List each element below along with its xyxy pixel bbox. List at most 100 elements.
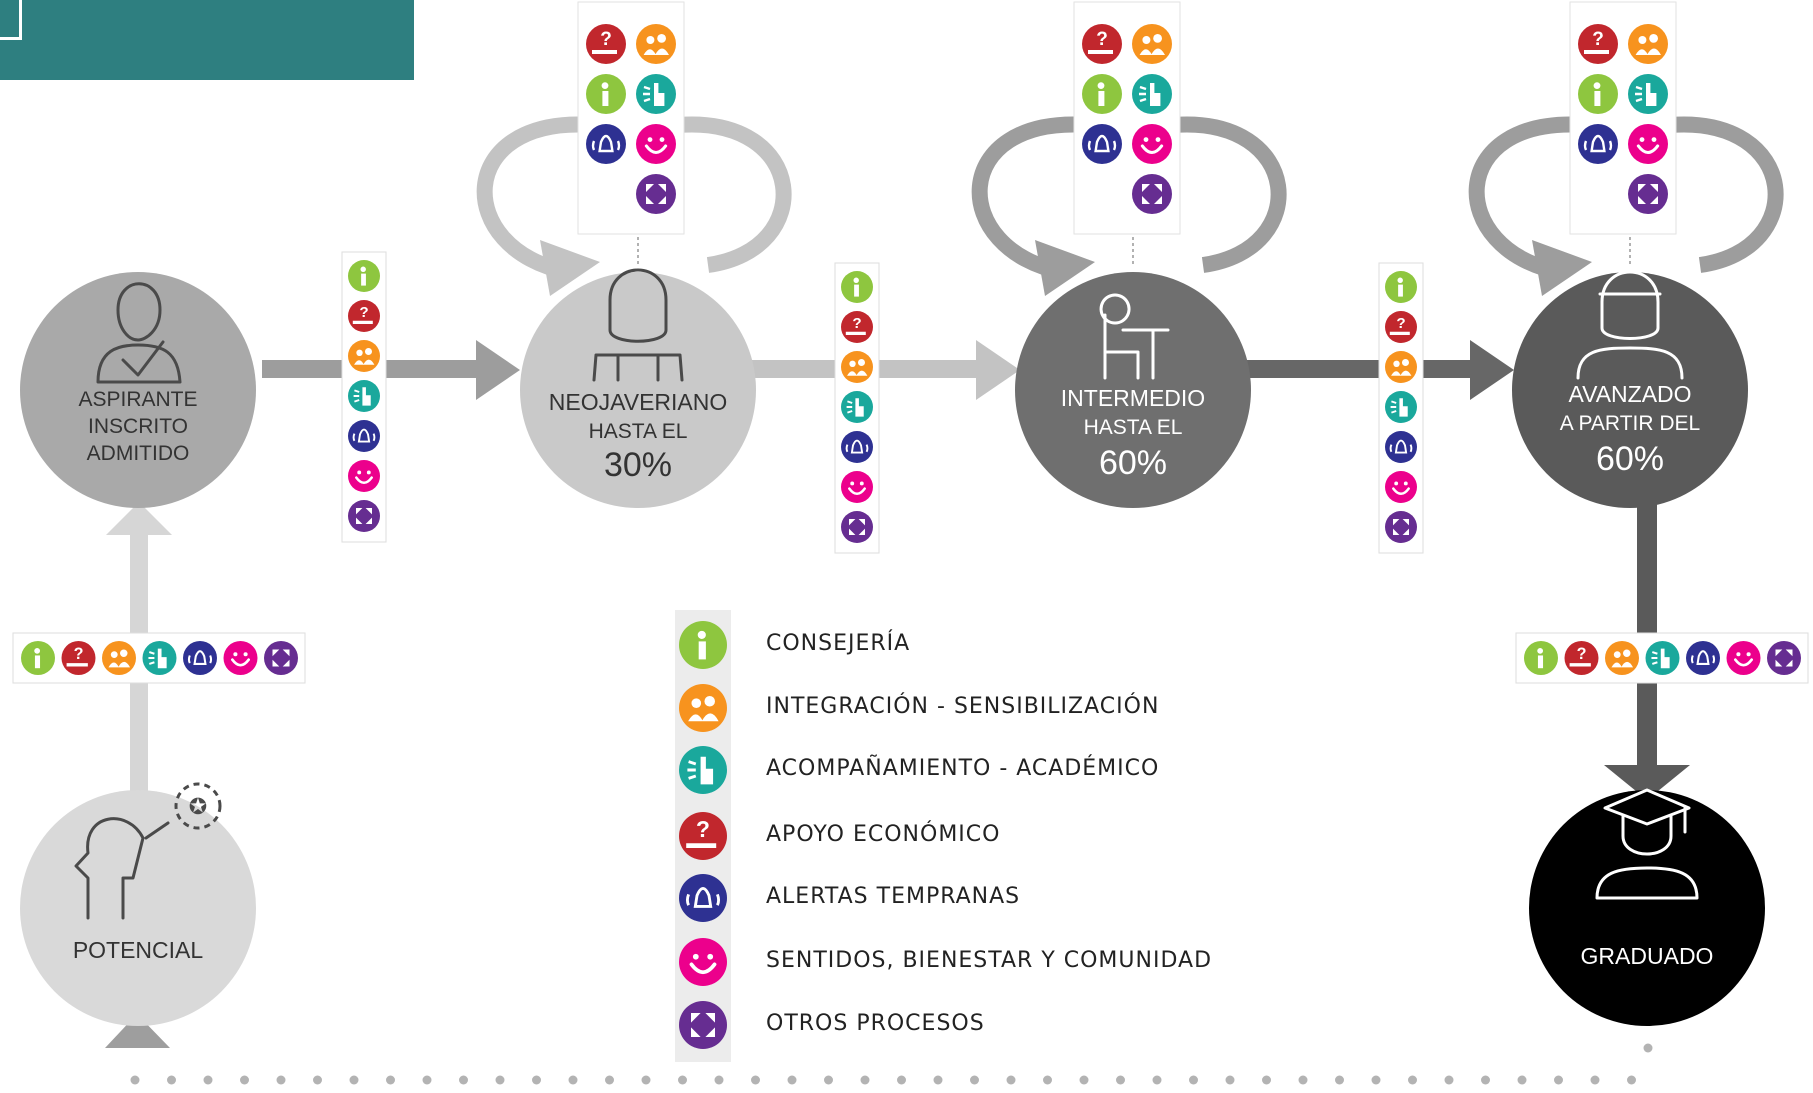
timeline-dot bbox=[495, 1075, 505, 1085]
timeline-dot bbox=[1371, 1075, 1381, 1085]
icon-part bbox=[362, 387, 371, 406]
badge-circle bbox=[841, 431, 873, 463]
icon-part bbox=[1094, 134, 1110, 153]
smiley-icon bbox=[636, 124, 676, 164]
icon-part bbox=[1142, 36, 1151, 44]
bell-icon bbox=[1082, 124, 1122, 164]
info-person-icon bbox=[586, 74, 626, 114]
stage-label-line: INTERMEDIO bbox=[1061, 385, 1205, 411]
icon-part bbox=[1389, 331, 1410, 335]
badge-circle bbox=[679, 874, 727, 922]
stage-label-line: ASPIRANTE bbox=[78, 388, 197, 411]
graduate-cap-icon bbox=[1595, 788, 1699, 900]
stage-label-line: A PARTIR DEL bbox=[1560, 412, 1700, 435]
badge-circle bbox=[348, 460, 380, 492]
info-person-icon bbox=[1578, 74, 1618, 114]
badge-circle bbox=[183, 641, 217, 675]
icon-part bbox=[366, 470, 371, 475]
icon-part bbox=[1775, 649, 1793, 667]
raised-hand-icon bbox=[636, 74, 676, 114]
icon-part bbox=[1393, 519, 1409, 535]
bell-icon bbox=[841, 431, 873, 463]
icon-part bbox=[1646, 83, 1657, 106]
icon-part bbox=[1390, 400, 1397, 414]
badge-circle bbox=[679, 684, 727, 732]
icon-part bbox=[1403, 481, 1408, 486]
badge-circle bbox=[348, 340, 380, 372]
stage-circle bbox=[520, 272, 756, 508]
people-icon bbox=[1385, 351, 1417, 383]
service-strip-vertical: ? bbox=[1378, 262, 1424, 554]
stage-label-line: HASTA EL bbox=[589, 420, 688, 443]
arrows-icon bbox=[636, 174, 676, 214]
icon-part bbox=[853, 277, 859, 283]
badge-circle bbox=[1767, 641, 1801, 675]
arrows-icon bbox=[679, 1001, 727, 1049]
timeline-dot bbox=[130, 1075, 140, 1085]
service-strip-vertical: ? bbox=[834, 262, 880, 554]
smiley-icon bbox=[1726, 641, 1761, 675]
icon-part bbox=[692, 953, 699, 960]
icon-part: ? bbox=[600, 29, 612, 50]
icon-part bbox=[850, 439, 864, 454]
smiley-icon bbox=[1628, 124, 1668, 164]
timeline-dot bbox=[787, 1075, 797, 1085]
legend-label-integracion: INTEGRACIÓN - SENSIBILIZACIÓN bbox=[766, 694, 1160, 719]
icon-part bbox=[355, 476, 373, 485]
arrows-icon bbox=[1628, 174, 1668, 214]
icon-part bbox=[1098, 91, 1105, 106]
icon-part bbox=[657, 34, 666, 43]
icon-part bbox=[1593, 82, 1601, 89]
people-icon bbox=[1605, 641, 1639, 675]
icon-part bbox=[1638, 184, 1658, 204]
badge-circle bbox=[264, 641, 298, 675]
badge-circle bbox=[679, 1001, 727, 1049]
timeline-dot bbox=[860, 1075, 870, 1085]
icon-part bbox=[1660, 648, 1670, 669]
icon-part: ? bbox=[74, 645, 84, 663]
icon-part bbox=[110, 651, 118, 658]
icon-part bbox=[1594, 91, 1601, 106]
icon-part bbox=[1736, 652, 1741, 657]
icon-part bbox=[591, 140, 621, 151]
icon-part bbox=[849, 519, 865, 535]
bell-icon bbox=[1385, 431, 1417, 463]
icon-part bbox=[693, 887, 713, 908]
badge-circle bbox=[841, 351, 873, 383]
icon-part bbox=[1584, 50, 1609, 54]
timeline-dot bbox=[422, 1075, 432, 1085]
icon-part bbox=[697, 630, 706, 639]
stage-circle bbox=[1015, 272, 1251, 508]
smiley-icon bbox=[348, 460, 380, 492]
timeline-dot bbox=[349, 1075, 359, 1085]
icon-part bbox=[644, 144, 668, 155]
icon-part bbox=[700, 756, 714, 785]
info-person-icon bbox=[841, 271, 873, 303]
head-potential-icon bbox=[74, 817, 170, 920]
stage-label-line: NEOJAVERIANO bbox=[549, 389, 728, 415]
bell-icon bbox=[1686, 641, 1720, 675]
timeline-dot bbox=[1481, 1075, 1490, 1085]
info-person-icon bbox=[1385, 271, 1417, 303]
timeline-dot bbox=[1079, 1075, 1089, 1085]
bell-icon bbox=[1578, 124, 1618, 164]
icon-part bbox=[1097, 82, 1105, 89]
icon-part bbox=[357, 470, 362, 475]
icon-part bbox=[1651, 651, 1658, 665]
badge-circle bbox=[1132, 24, 1172, 64]
stage-circle bbox=[20, 272, 256, 508]
timeline-dot bbox=[1152, 1075, 1162, 1085]
loop-arc-right bbox=[1172, 116, 1287, 273]
arrows-icon bbox=[1767, 641, 1801, 675]
timeline-dot bbox=[897, 1075, 906, 1085]
icon-part bbox=[647, 137, 653, 143]
icon-part bbox=[1143, 137, 1149, 143]
icon-part bbox=[602, 91, 609, 106]
service-strip-horizontal: ? bbox=[1515, 632, 1809, 684]
service-grid: ? bbox=[1073, 1, 1181, 235]
info-person-icon bbox=[348, 260, 380, 292]
question-hand-icon: ? bbox=[61, 641, 96, 675]
badge-circle bbox=[1132, 174, 1172, 214]
badge-circle bbox=[102, 641, 136, 675]
timeline-dot bbox=[1225, 1075, 1235, 1085]
